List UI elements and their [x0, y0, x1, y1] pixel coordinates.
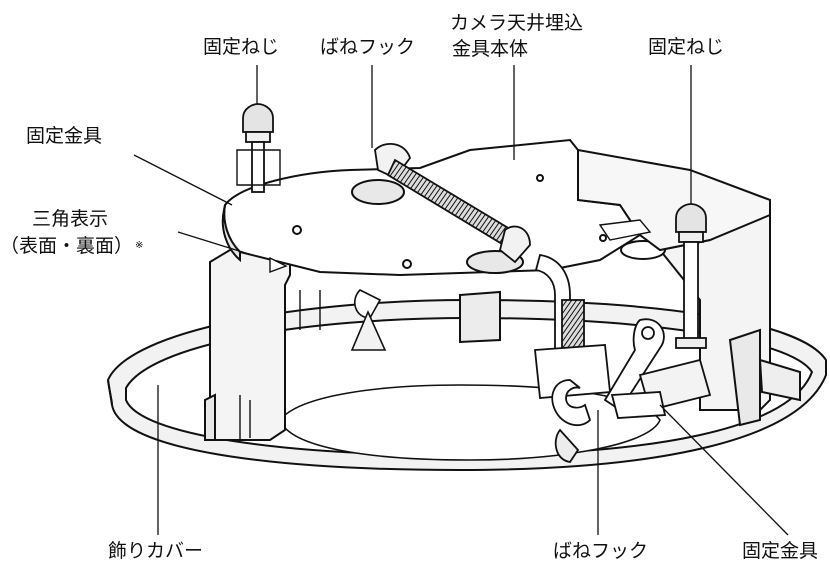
fixing-screw-left: [236, 103, 281, 193]
fixing-screw-right: [675, 203, 707, 349]
label-fixing-bracket-right: 固定金具: [742, 540, 819, 562]
label-fixing-screw-left: 固定ねじ: [203, 36, 280, 58]
label-triangle-mark-text: （表面・裏面）: [0, 235, 134, 257]
spring-hook-bottom: [534, 344, 611, 463]
label-bracket-body-line2: 金具本体: [452, 38, 529, 60]
label-triangle-mark-line2: （表面・裏面）※: [0, 235, 143, 257]
label-decorative-cover: 飾りカバー: [108, 540, 204, 562]
label-spring-hook-top: ばねフック: [320, 36, 416, 58]
bracket-top-plate: [221, 138, 666, 277]
label-triangle-mark-line1: 三角表示: [32, 208, 109, 230]
fixing-bracket-right: [603, 318, 712, 419]
label-fixing-bracket-left: 固定金具: [26, 125, 103, 147]
note-mark: ※: [135, 240, 144, 251]
label-bracket-body-line1: カメラ天井埋込: [450, 12, 584, 34]
label-fixing-screw-right: 固定ねじ: [648, 36, 725, 58]
leader-lines: [133, 65, 789, 536]
label-spring-hook-bottom: ばねフック: [553, 540, 649, 562]
left-hook-clip: [350, 289, 387, 351]
spring-hook-top: [374, 143, 585, 356]
